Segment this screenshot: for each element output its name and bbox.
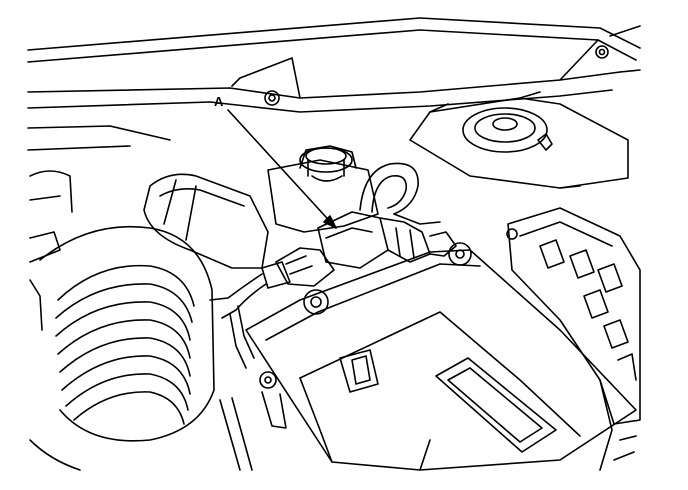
box-bolt-left-inner xyxy=(311,297,321,307)
cowl-bolt-inner xyxy=(269,95,275,101)
box-bolt-left xyxy=(304,290,328,314)
fuse-box xyxy=(508,208,640,470)
corner-bolt xyxy=(596,46,608,58)
box-bolt-right xyxy=(449,243,471,265)
callout-a-leader-line xyxy=(228,110,336,228)
corrugated-air-hose xyxy=(40,227,214,441)
callout-a-label: A xyxy=(214,94,224,109)
sensor-connector-assembly xyxy=(262,212,456,288)
cowl-bolt xyxy=(265,91,279,105)
fuse-box-bolt xyxy=(507,229,517,239)
callout-a: A xyxy=(214,94,336,228)
intake-duct xyxy=(144,174,268,268)
callout-a-arrowhead xyxy=(324,216,336,228)
box-bolt-right-inner xyxy=(456,250,464,258)
strut-tower xyxy=(410,92,628,188)
hose-loop xyxy=(360,163,440,224)
brake-fluid-reservoir xyxy=(268,146,378,232)
left-fender-structure xyxy=(30,171,252,470)
wiring-harness xyxy=(210,274,266,368)
corner-bolt-inner xyxy=(600,50,605,55)
harness-clamp xyxy=(260,372,286,428)
cowl-panel xyxy=(28,18,640,150)
air-cleaner-box xyxy=(246,250,636,470)
